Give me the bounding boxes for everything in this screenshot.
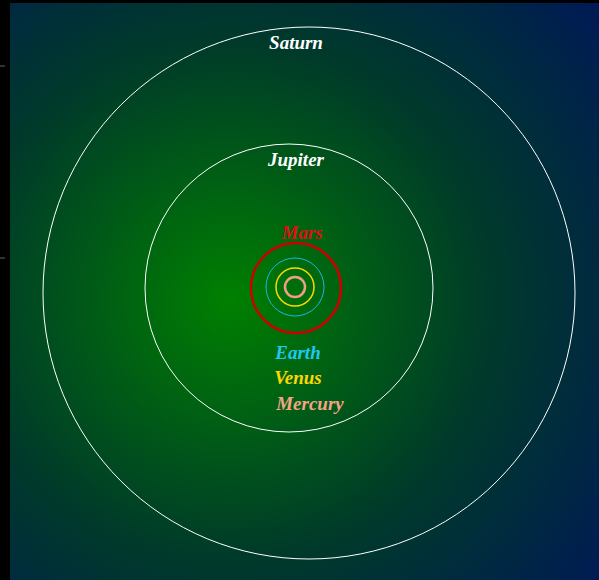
mars-orbit: [251, 243, 341, 333]
tick: [0, 258, 5, 259]
venus-orbit: [276, 268, 314, 306]
planet-label: Mercury: [276, 394, 344, 413]
earth-orbit: [266, 258, 324, 316]
tick: [0, 66, 5, 67]
planet-label: Earth: [275, 343, 320, 362]
planet-label: Mars: [281, 223, 322, 242]
jupiter-orbit: [145, 144, 433, 432]
mercury-orbit: [285, 277, 305, 297]
planet-label: Venus: [274, 368, 322, 387]
space-background: [10, 3, 599, 580]
planet-label: Saturn: [269, 33, 323, 52]
saturn-orbit: [43, 27, 575, 559]
planet-label: Jupiter: [268, 150, 324, 169]
